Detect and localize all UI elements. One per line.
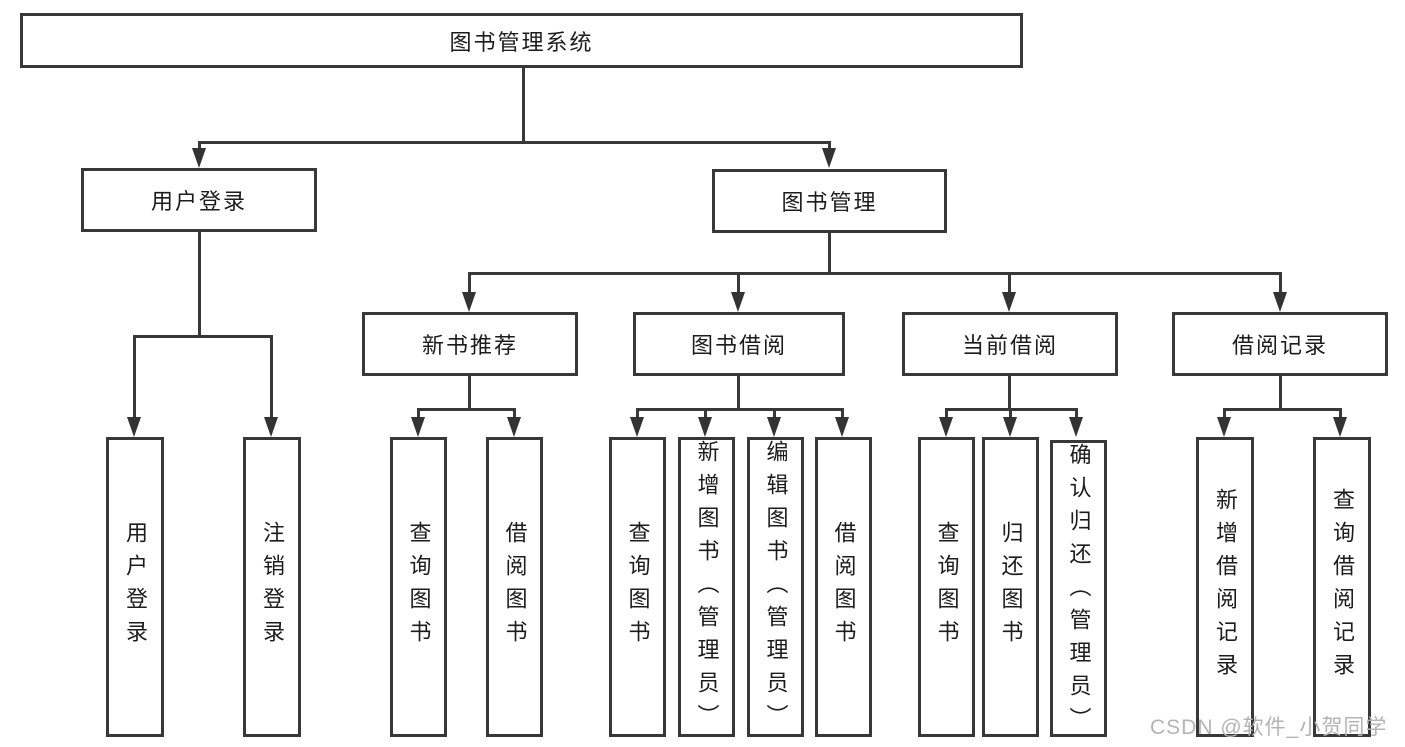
connector-stem xyxy=(704,408,707,419)
connector-stem xyxy=(468,272,471,294)
connector-user-login-stem xyxy=(198,232,201,335)
arrowhead xyxy=(1003,417,1017,437)
node-return-books-label: 归还图书 xyxy=(998,521,1024,653)
node-book-borrow: 图书借阅 xyxy=(633,312,845,376)
connector-stem xyxy=(737,272,740,294)
node-edit-books-admin-label: 编辑图书（管理员） xyxy=(763,440,789,737)
arrowhead xyxy=(127,417,141,437)
connector-stem xyxy=(1075,408,1078,419)
connector-stem xyxy=(133,335,136,419)
connector-stem xyxy=(636,408,639,419)
node-add-borrow-record-label: 新增借阅记录 xyxy=(1213,488,1238,686)
watermark: CSDN @软件_小贺同学 xyxy=(1150,716,1388,739)
node-user-login: 用户登录 xyxy=(81,168,317,232)
arrowhead xyxy=(731,292,745,312)
node-new-book-recommend: 新书推荐 xyxy=(362,312,578,376)
connector-stem xyxy=(270,335,273,419)
node-new-book-recommend-label: 新书推荐 xyxy=(421,333,518,358)
connector-section-split xyxy=(417,408,516,411)
connector-stem xyxy=(198,141,201,151)
node-add-books-admin-label: 新增图书（管理员） xyxy=(694,440,720,737)
connector-stem xyxy=(1223,408,1226,419)
node-query-books-borrow-label: 查询图书 xyxy=(625,521,651,653)
node-borrow-records-label: 借阅记录 xyxy=(1231,333,1328,358)
node-query-books-borrow: 查询图书 xyxy=(609,437,666,737)
node-query-books-current-label: 查询图书 xyxy=(934,521,960,653)
connector-stem xyxy=(1339,408,1342,419)
arrowhead xyxy=(939,417,953,437)
connector-book-mgmt-stem xyxy=(828,233,831,272)
node-borrow-books-leaf: 借阅图书 xyxy=(815,437,872,737)
arrowhead xyxy=(698,417,712,437)
arrowhead xyxy=(1002,292,1016,312)
arrowhead xyxy=(411,417,425,437)
arrowhead xyxy=(264,417,278,437)
node-book-management: 图书管理 xyxy=(712,169,947,233)
node-edit-books-admin: 编辑图书（管理员） xyxy=(747,437,804,737)
node-logout-label: 注销登录 xyxy=(260,521,285,653)
node-query-books-recommend: 查询图书 xyxy=(390,437,447,737)
arrowhead xyxy=(630,417,644,437)
connector-section-split xyxy=(636,408,844,411)
node-user-login-label: 用户登录 xyxy=(150,189,247,214)
node-book-management-label: 图书管理 xyxy=(781,190,878,215)
node-query-borrow-record: 查询借阅记录 xyxy=(1313,437,1371,737)
node-borrow-records: 借阅记录 xyxy=(1172,312,1388,376)
node-query-books-current: 查询图书 xyxy=(918,437,975,737)
node-current-borrow-label: 当前借阅 xyxy=(961,333,1058,358)
connector-section-split xyxy=(1223,408,1342,411)
node-confirm-return-admin: 确认归还（管理员） xyxy=(1050,440,1107,740)
arrowhead xyxy=(507,417,521,437)
connector-stem xyxy=(513,408,516,419)
connector-stem xyxy=(1279,272,1282,294)
arrowhead xyxy=(462,292,476,312)
arrowhead xyxy=(192,148,206,168)
node-borrow-books-leaf-label: 借阅图书 xyxy=(831,521,857,653)
node-root-label: 图书管理系统 xyxy=(449,29,594,55)
connector-section-stem xyxy=(737,376,740,408)
arrowhead xyxy=(1069,417,1083,437)
connector-stem xyxy=(841,408,844,419)
connector-stem xyxy=(773,408,776,419)
node-book-borrow-label: 图书借阅 xyxy=(690,333,787,358)
node-confirm-return-admin-label: 确认归还（管理员） xyxy=(1066,443,1092,740)
node-borrow-books-recommend: 借阅图书 xyxy=(486,437,543,737)
node-user-login-leaf-label: 用户登录 xyxy=(123,521,148,653)
arrowhead xyxy=(767,417,781,437)
node-query-books-recommend-label: 查询图书 xyxy=(406,521,432,653)
arrowhead xyxy=(822,148,836,168)
node-return-books: 归还图书 xyxy=(982,437,1039,737)
node-add-books-admin: 新增图书（管理员） xyxy=(678,437,735,737)
connector-root-split xyxy=(198,141,831,144)
connector-user-login-split xyxy=(133,335,273,338)
connector-book-mgmt-split xyxy=(468,272,1282,275)
node-query-borrow-record-label: 查询借阅记录 xyxy=(1330,488,1355,686)
node-root: 图书管理系统 xyxy=(20,13,1023,68)
node-current-borrow: 当前借阅 xyxy=(902,312,1118,376)
connector-section-stem xyxy=(1008,376,1011,408)
node-borrow-books-recommend-label: 借阅图书 xyxy=(502,521,528,653)
connector-stem xyxy=(1008,272,1011,294)
node-add-borrow-record: 新增借阅记录 xyxy=(1196,437,1254,737)
arrowhead xyxy=(1217,417,1231,437)
connector-root-stem xyxy=(522,68,525,141)
connector-section-stem xyxy=(468,376,471,408)
connector-stem xyxy=(417,408,420,419)
connector-stem xyxy=(1009,408,1012,419)
connector-stem xyxy=(945,408,948,419)
arrowhead xyxy=(835,417,849,437)
arrowhead xyxy=(1273,292,1287,312)
connector-stem xyxy=(828,141,831,151)
arrowhead xyxy=(1333,417,1347,437)
connector-section-stem xyxy=(1279,376,1282,408)
node-user-login-leaf: 用户登录 xyxy=(106,437,164,737)
node-logout: 注销登录 xyxy=(243,437,301,737)
